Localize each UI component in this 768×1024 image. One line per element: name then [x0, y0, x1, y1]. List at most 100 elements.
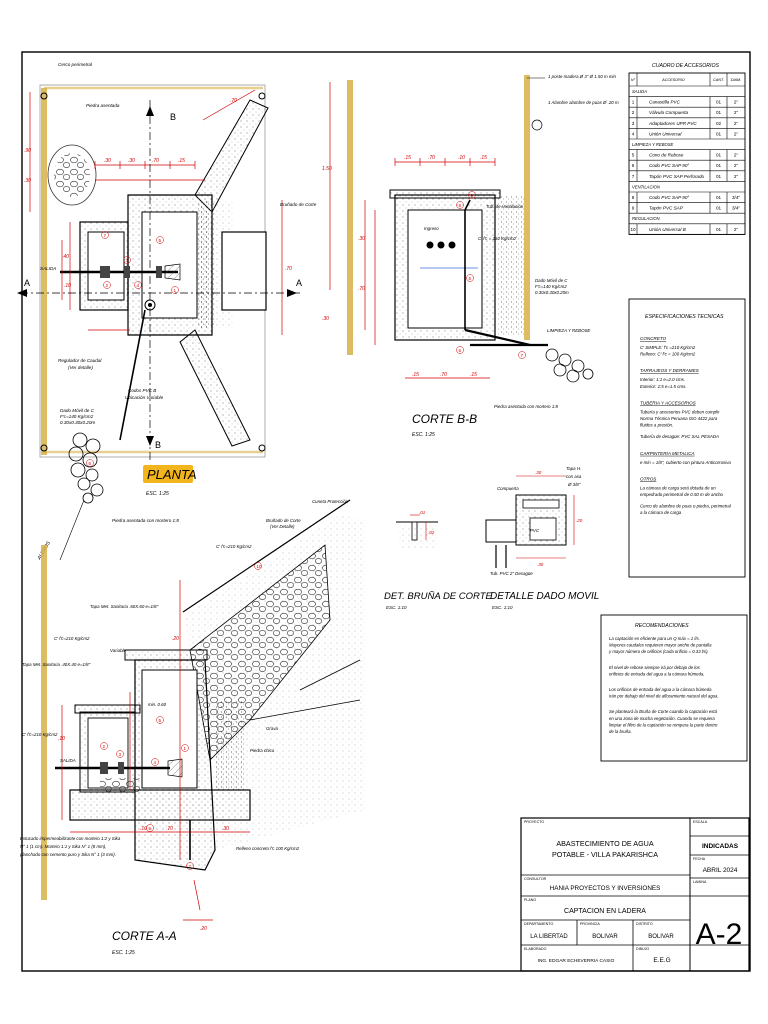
tb-dibujo-label: DIBUJO [636, 947, 649, 951]
aa-label-brunado: Bruñado de Corte [266, 518, 301, 523]
bruna-title: DET. BRUÑA DE CORTE [384, 591, 493, 602]
accessories-group-name: SALIDA [632, 89, 647, 94]
aa-label-relleno: Relleno concreto f'c 100 Kg/cm2 [236, 846, 300, 851]
spec-line: Interior: 1:1 e=2.0 cms. [640, 377, 685, 382]
spec-line: Relleno: C' f'c = 100 Kg/cm2 [640, 352, 696, 357]
spec-line: Exterior: 1:5 e=1.5 cms. [640, 384, 687, 389]
svg-text:2: 2 [106, 283, 109, 288]
label-regulador-ver: (Ver detalle) [68, 365, 93, 370]
svg-text:.30: .30 [128, 158, 135, 164]
svg-text:6: 6 [459, 348, 462, 353]
bruna-box [221, 231, 267, 311]
planta-sec-b-top: B [170, 112, 176, 122]
svg-text:1.50: 1.50 [322, 166, 332, 172]
aa-label-estucado3: planchado con cemento puro y Sika N° 1 (… [19, 852, 116, 857]
aa-label-estucado2: N° 1 (1 cm). Mortero 1:1 y Sika N° 1 (8 … [20, 844, 106, 849]
accessory-number: 10 [630, 227, 636, 232]
tb-dept: LA LIBERTAD [530, 934, 568, 940]
svg-text:.30: .30 [222, 826, 229, 832]
accessory-qty: 01 [716, 110, 722, 115]
spec-line: Tubería de desagüe: PVC SAL PESADA [640, 434, 719, 439]
corte-aa-scale: ESC. 1:25 [112, 950, 135, 956]
accessory-number: 3 [632, 121, 635, 126]
aa-label-variable: Variable [110, 648, 127, 653]
aa-label-min: min. 0.60 [148, 702, 167, 707]
dado-label-pvc: PVC [530, 528, 540, 533]
accessory-number: 2 [632, 110, 635, 115]
tb-elab-label: ELABORADO [524, 947, 547, 951]
aa-label-cfc1: C' f'c=210 Kg/cm2 [216, 544, 252, 549]
recommendation-line: de la bruña. [609, 729, 632, 734]
section-cut-lines [20, 100, 300, 460]
accessory-diam: 3/4" [732, 206, 740, 211]
wing-lower [179, 329, 251, 447]
recommendation-line: orificios de entrada del agua a la cámar… [609, 671, 705, 676]
dado-label-compuerta: Compuerta [497, 486, 519, 491]
accessories-header: DIAM. [731, 78, 742, 82]
svg-text:.70: .70 [166, 826, 173, 832]
accessory-diam: 2" [734, 227, 739, 232]
accessory-number: 8 [632, 195, 635, 200]
aa-label-piedra-chica: Piedra chica [250, 748, 275, 753]
aa-label-estucado1: Estucado impermeabilizante con mortero 1… [20, 836, 121, 841]
svg-text:.70: .70 [152, 158, 159, 164]
svg-text:.70: .70 [230, 98, 237, 104]
bb-label-alambre: 1 Alambre alambre de puas Ø .20 m [548, 100, 619, 105]
svg-text:.20: .20 [200, 926, 207, 932]
accessories-title: CUADRO DE ACCESORIOS [652, 63, 720, 69]
dado-detail: .30 .20 .30 Compuerta Tapa H. con asa Ø … [485, 466, 599, 610]
bb-label-dado-dim: 0.30x0.30x0.20m [535, 290, 569, 295]
corte-bb-scale: ESC. 1:25 [412, 432, 435, 438]
aa-dimensions [61, 580, 250, 921]
svg-text:.10: .10 [58, 736, 65, 742]
label-ubicacion: Ubicación Variable [125, 395, 164, 400]
svg-text:.90: .90 [24, 148, 31, 154]
accessory-number: 7 [632, 174, 635, 179]
svg-text:7: 7 [104, 233, 107, 238]
accessory-diam: 2" [734, 153, 739, 158]
planta-dimensions [29, 89, 283, 335]
accessory-number: 6 [632, 163, 635, 168]
svg-text:2: 2 [103, 744, 106, 749]
aa-label-tapa2: Tapa Met. Sanitaria .40X.40 e=1/8" [22, 662, 91, 667]
recommendation-line: irán por debajo del nivel de afloramient… [609, 694, 719, 699]
recommendation-line: Mayores caudales requieren mayor ancho d… [609, 643, 712, 648]
dado-label-asa: Ø 3/8" [567, 482, 581, 487]
accessory-name: Unión Universal B [649, 227, 686, 232]
tb-consultor-label: CONSULTOR [524, 877, 547, 881]
spec-line: Tubería y accesorios PVC deben cumplir [640, 409, 720, 414]
accessory-number: 4 [632, 131, 635, 136]
tb-escala-label: ESCALA [693, 820, 708, 824]
svg-text:6: 6 [89, 461, 92, 466]
accessory-diam: 2" [734, 100, 739, 105]
planta-sec-a-right: A [296, 278, 302, 288]
svg-text:.20: .20 [576, 518, 583, 523]
spec-line: Norma Técnica Peruana ISO 4422 para [640, 416, 718, 421]
aa-label-ver: (Ver Detalle) [270, 524, 295, 529]
svg-text:.30: .30 [358, 236, 365, 242]
spec-line: La cámara de carga será dotada de un [640, 485, 716, 490]
svg-text:1: 1 [174, 288, 177, 293]
svg-text:1: 1 [184, 746, 187, 751]
planta-view: .30.30.70.15 .40.10.90.30 .70.70 2 3 4 1… [17, 62, 317, 562]
tb-proyecto-label: PROYECTO [524, 820, 544, 824]
recommendation-line: Los orificios de entrada del agua a la c… [609, 687, 712, 692]
bb-label-piedra: Piedra asentada con mortero 1:8 [494, 404, 559, 409]
label-dado-planta: Dado Móvil de C [60, 408, 95, 413]
svg-text:7: 7 [521, 353, 524, 358]
planta-title: PLANTA [147, 467, 197, 482]
svg-text:.10: .10 [140, 826, 147, 832]
accessory-qty: 01 [716, 100, 722, 105]
spec-heading: TARRAJEOS Y DERRAMES [640, 368, 700, 373]
svg-text:.15: .15 [178, 158, 185, 164]
svg-text:.15: .15 [470, 372, 477, 378]
planta-title-bg [143, 465, 193, 483]
svg-text:.15: .15 [480, 155, 487, 161]
svg-text:.01: .01 [419, 510, 426, 515]
tb-fecha: ABRIL 2024 [703, 867, 738, 874]
corte-aa-title: CORTE A-A [112, 929, 177, 943]
aa-label-cfc2: C' f'c=210 Kg/cm2 [54, 636, 90, 641]
accessory-name: Codo PVC SAP 90° [649, 163, 689, 168]
corte-bb-title: CORTE B-B [412, 412, 477, 426]
tb-dist: BOLIVAR [648, 934, 674, 940]
